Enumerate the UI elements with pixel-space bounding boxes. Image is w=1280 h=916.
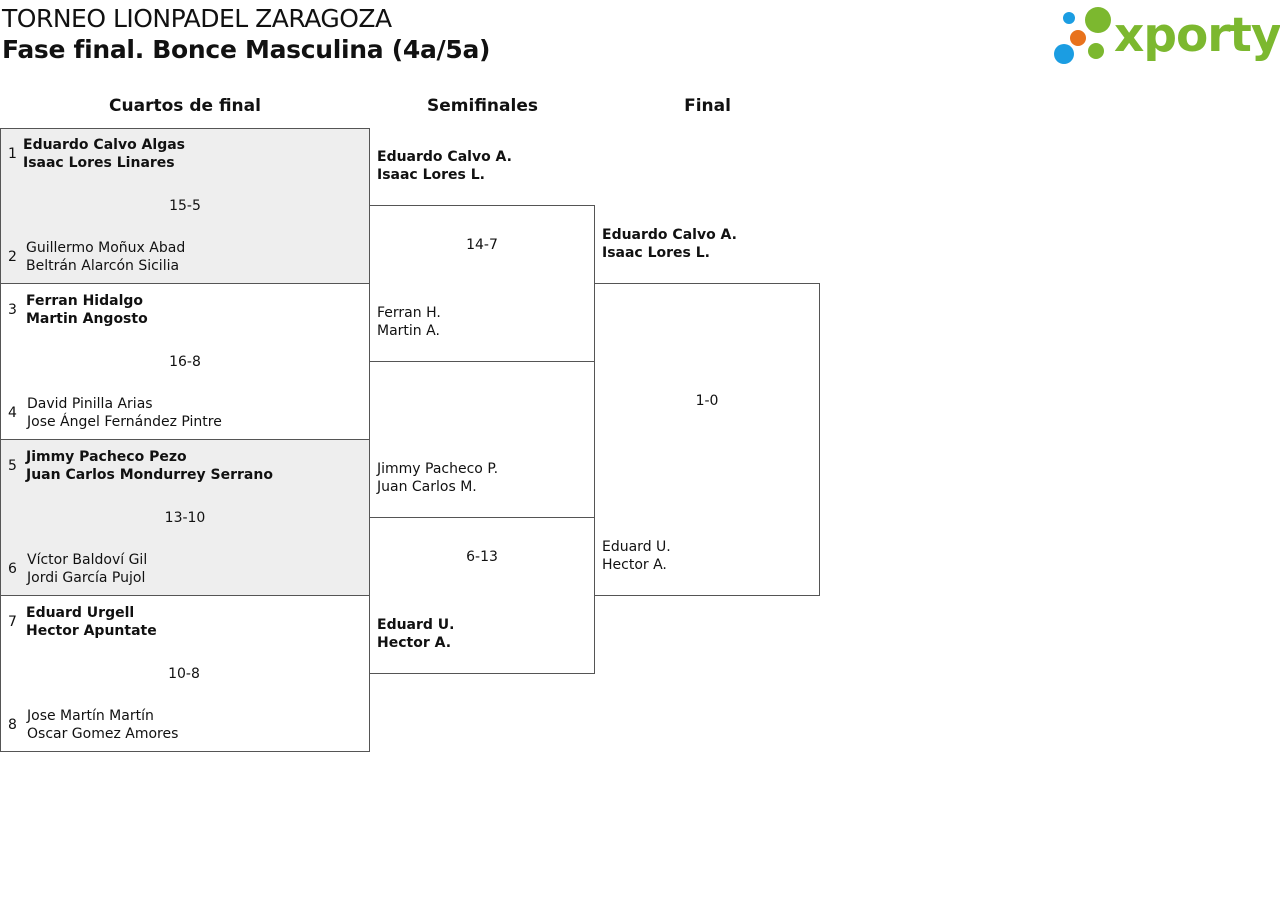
semifinal-match-1[interactable]: 14-7 Ferran H. Martin A. [369, 205, 595, 362]
semifinal-2-team-bottom: Eduard U. Hector A. [377, 616, 455, 652]
match-score: 15-5 [169, 198, 201, 214]
player-name: Hector A. [602, 557, 667, 573]
logo-dots-icon [1054, 7, 1111, 64]
match-score: 6-13 [466, 549, 498, 565]
seed-number: 3 [8, 302, 17, 318]
match-score: 13-10 [164, 510, 206, 526]
final-team-top: Eduardo Calvo A. Isaac Lores L. [602, 226, 737, 262]
bracket-subtitle: Fase final. Bonce Masculina (4a/5a) [2, 35, 491, 64]
match-score: 10-8 [168, 666, 200, 682]
match-score: 14-7 [466, 237, 498, 253]
seed-number: 5 [8, 458, 17, 474]
player-name: Ferran Hidalgo [26, 293, 144, 309]
player-name: Jose Martín Martín [27, 708, 154, 724]
player-name: Jimmy Pacheco Pezo [26, 449, 187, 465]
team-winner: Ferran Hidalgo Martin Angosto [26, 292, 148, 328]
player-name: David Pinilla Arias [27, 396, 153, 412]
player-name: Isaac Lores Linares [23, 155, 175, 171]
match-score: 1-0 [695, 393, 719, 409]
seed-number: 8 [8, 717, 17, 733]
seed-number: 2 [8, 249, 17, 265]
player-name: Eduardo Calvo A. [602, 227, 737, 243]
player-name: Isaac Lores L. [377, 167, 485, 183]
team-loser: Guillermo Moñux Abad Beltrán Alarcón Sic… [26, 239, 185, 275]
team-loser: David Pinilla Arias Jose Ángel Fernández… [27, 395, 222, 431]
player-name: Juan Carlos M. [377, 479, 477, 495]
semifinal-1-team-top: Eduardo Calvo A. Isaac Lores L. [377, 148, 512, 184]
seed-number: 4 [8, 405, 17, 421]
round-header-semifinals: Semifinales [427, 96, 538, 116]
team-winner: Jimmy Pacheco Pezo Juan Carlos Mondurrey… [26, 448, 273, 484]
player-name: Isaac Lores L. [602, 245, 710, 261]
player-name: Hector A. [377, 635, 452, 651]
player-name: Beltrán Alarcón Sicilia [26, 258, 180, 274]
player-name: Guillermo Moñux Abad [26, 240, 186, 256]
final-match[interactable]: 1-0 Eduard U. Hector A. [594, 283, 820, 596]
semifinal-match-2[interactable]: 6-13 Eduard U. Hector A. [369, 517, 595, 674]
quarterfinal-match-2[interactable]: 3 Ferran Hidalgo Martin Angosto 16-8 4 D… [0, 283, 370, 440]
team-winner: Eduard Urgell Hector Apuntate [26, 604, 157, 640]
player-name: Jimmy Pacheco P. [377, 461, 499, 477]
seed-number: 7 [8, 614, 17, 630]
player-name: Eduard Urgell [26, 605, 135, 621]
player-name: Hector Apuntate [26, 623, 157, 639]
player-name: Jose Ángel Fernández Pintre [27, 414, 222, 430]
player-name: Eduardo Calvo Algas [23, 137, 185, 153]
player-name: Ferran H. [377, 305, 441, 321]
player-name: Eduard U. [377, 617, 455, 633]
quarterfinal-match-1[interactable]: 1 Eduardo Calvo Algas Isaac Lores Linare… [0, 128, 370, 284]
team-winner: Eduardo Calvo Algas Isaac Lores Linares [23, 136, 185, 172]
semifinal-2-team-top: Jimmy Pacheco P. Juan Carlos M. [377, 460, 498, 496]
player-name: Víctor Baldoví Gil [27, 552, 148, 568]
player-name: Jordi García Pujol [27, 570, 146, 586]
player-name: Juan Carlos Mondurrey Serrano [26, 467, 273, 483]
seed-number: 6 [8, 561, 17, 577]
seed-number: 1 [8, 146, 17, 162]
player-name: Martin Angosto [26, 311, 148, 327]
team-loser: Jose Martín Martín Oscar Gomez Amores [27, 707, 178, 743]
semifinal-1-team-bottom: Ferran H. Martin A. [377, 304, 441, 340]
player-name: Martin A. [377, 323, 440, 339]
tournament-title: TORNEO LIONPADEL ZARAGOZA [2, 4, 392, 33]
team-loser: Víctor Baldoví Gil Jordi García Pujol [27, 551, 147, 587]
player-name: Oscar Gomez Amores [27, 726, 179, 742]
logo-wordmark: xporty [1114, 8, 1280, 63]
xporty-logo: xporty [1050, 4, 1280, 68]
round-header-final: Final [684, 96, 731, 116]
match-score: 16-8 [169, 354, 201, 370]
quarterfinal-match-4[interactable]: 7 Eduard Urgell Hector Apuntate 10-8 8 J… [0, 595, 370, 752]
round-header-quarterfinals: Cuartos de final [109, 96, 261, 116]
player-name: Eduard U. [602, 539, 671, 555]
quarterfinal-match-3[interactable]: 5 Jimmy Pacheco Pezo Juan Carlos Mondurr… [0, 439, 370, 596]
player-name: Eduardo Calvo A. [377, 149, 512, 165]
final-team-bottom: Eduard U. Hector A. [602, 538, 671, 574]
